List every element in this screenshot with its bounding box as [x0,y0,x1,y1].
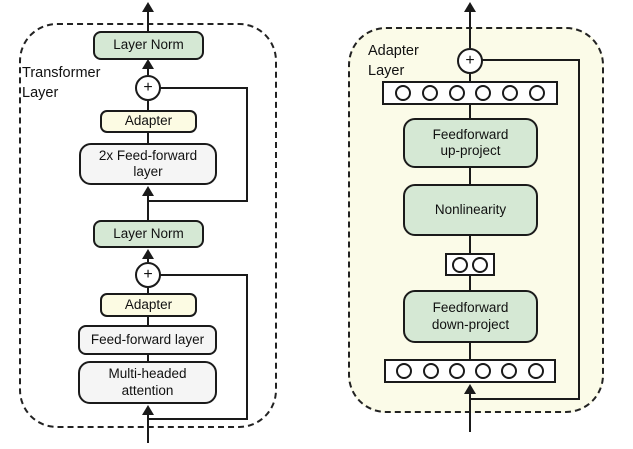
residual-line [160,87,248,89]
residual-line [578,59,580,400]
layer-norm-bottom-box: Layer Norm [93,220,204,248]
add-node-icon: + [457,48,483,74]
layer-norm-top-box: Layer Norm [93,31,204,60]
bottleneck-vector [445,253,495,276]
add-node-icon: + [135,262,161,288]
unit-circle-icon [527,363,544,379]
unit-circle-icon [475,85,492,101]
transformer-layer-label: Transformer Layer [22,65,101,102]
connector-line [147,101,149,110]
residual-line [148,418,248,420]
connector-line [469,343,471,359]
arrow-up-icon [142,405,154,415]
connector-line [147,9,149,31]
residual-line [246,274,248,420]
feedforward-down-project-box: Feedforward down-project [403,290,538,343]
unit-circle-icon [502,85,519,101]
arrow-up-icon [464,2,476,12]
input-line [469,392,471,432]
adapter-layer-label: Adapter Layer [368,43,419,80]
arrow-up-icon [142,186,154,196]
feedforward-layer-box: Feed-forward layer [78,325,217,355]
residual-line [470,398,580,400]
connector-line [469,10,471,48]
unit-circle-icon [396,363,413,379]
unit-circle-icon [421,85,438,101]
connector-line [147,288,149,293]
arrow-up-icon [464,384,476,394]
adapter-bottom-box: Adapter [100,293,197,317]
residual-line [482,59,580,61]
nonlinearity-box: Nonlinearity [403,184,538,236]
arrow-up-icon [142,59,154,69]
connector-line [147,195,149,220]
feature-vector-bottom [384,359,556,383]
connector-line [147,67,149,75]
connector-line [469,105,471,118]
arrow-up-icon [142,2,154,12]
arrow-up-icon [142,249,154,259]
connector-line [147,133,149,143]
residual-line [148,200,248,202]
connector-line [147,355,149,361]
multi-headed-attention-box: Multi-headed attention [78,361,217,404]
unit-circle-icon [475,363,492,379]
connector-line [469,168,471,184]
unit-circle-icon [448,85,465,101]
unit-circle-icon [448,363,465,379]
unit-circle-icon [394,85,411,101]
unit-circle-icon [472,256,489,273]
feedforward-up-project-box: Feedforward up-project [403,118,538,168]
connector-line [469,74,471,81]
input-line [147,413,149,443]
feature-vector-top [382,81,558,105]
add-node-icon: + [135,75,161,101]
unit-circle-icon [529,85,546,101]
connector-line [469,236,471,253]
connector-line [147,257,149,262]
residual-line [160,274,248,276]
feedforward-2x-box: 2x Feed-forward layer [79,143,217,185]
connector-line [469,276,471,290]
residual-line [246,87,248,202]
adapter-top-box: Adapter [100,110,197,133]
unit-circle-icon [451,256,468,273]
unit-circle-icon [501,363,518,379]
unit-circle-icon [422,363,439,379]
connector-line [147,317,149,325]
